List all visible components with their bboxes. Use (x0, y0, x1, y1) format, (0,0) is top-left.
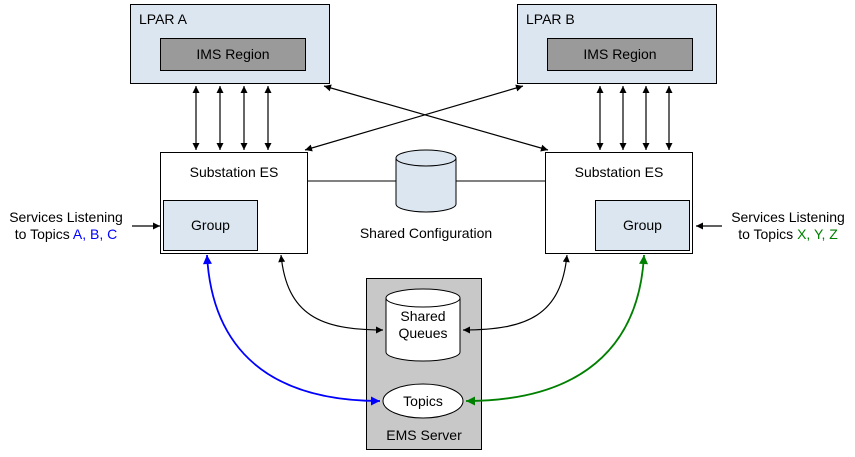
lpar-b-to-substation-left-arrow (304, 84, 524, 152)
lpar-a-to-substation-right-arrow (323, 84, 549, 152)
lpar-b-title: LPAR B (526, 11, 575, 27)
right-services-note-line2: to Topics X, Y, Z (722, 226, 854, 243)
group-left-topics-arrow (202, 254, 381, 406)
topics-label: Topics (403, 393, 443, 409)
left-services-note: Services Listening to Topics A, B, C (0, 209, 132, 243)
ems-server-box (366, 278, 482, 450)
group-left-box: Group (163, 200, 258, 251)
left-note-prefix: to Topics (14, 226, 73, 242)
lpar-a-substation-left-arrows (192, 86, 272, 150)
substation-es-left-title: Substation ES (189, 164, 279, 180)
left-services-note-line2: to Topics A, B, C (0, 226, 132, 243)
left-note-topic-list: A, B, C (72, 226, 118, 242)
substation-es-right-title: Substation ES (574, 164, 664, 180)
lpar-a-box: LPAR A IMS Region (130, 4, 330, 84)
ems-server-label: EMS Server (386, 427, 462, 443)
right-services-note: Services Listening to Topics X, Y, Z (722, 209, 854, 243)
group-right-box: Group (595, 200, 690, 251)
shared-configuration-cylinder-top (395, 149, 457, 167)
lpar-b-substation-right-arrows (596, 86, 673, 150)
shared-configuration-cylinder-body (395, 158, 457, 213)
right-note-prefix: to Topics (738, 226, 798, 242)
ims-region-b-box: IMS Region (547, 38, 693, 71)
lpar-b-box: LPAR B IMS Region (517, 4, 717, 84)
left-services-note-line1: Services Listening (9, 209, 123, 225)
ims-region-a-box: IMS Region (160, 38, 306, 71)
right-services-note-line1: Services Listening (731, 209, 845, 225)
shared-queues-label: Shared Queues (386, 308, 460, 342)
shared-queues-label-line1: Shared (400, 308, 446, 324)
shared-queues-label-line2: Queues (398, 325, 448, 341)
group-right-topics-arrow (465, 254, 649, 406)
shared-configuration-label: Shared Configuration (359, 225, 493, 241)
shared-configuration-cylinder (395, 149, 457, 213)
lpar-a-title: LPAR A (139, 11, 187, 27)
right-note-topic-list: X, Y, Z (797, 226, 838, 242)
